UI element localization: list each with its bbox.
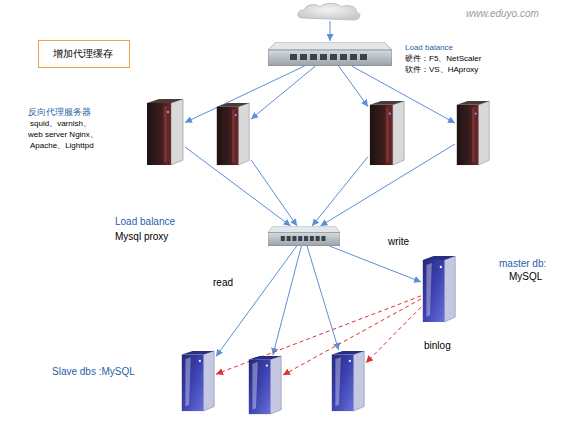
cloud-arrow	[330, 21, 331, 41]
slave-db-server	[247, 355, 283, 415]
server-icon	[145, 98, 185, 166]
connector-arrow	[273, 246, 302, 355]
connector-arrow	[251, 160, 297, 226]
server-icon	[368, 100, 406, 166]
edge-label: write	[388, 236, 409, 247]
db-icon	[247, 355, 283, 415]
proxy-server	[215, 102, 251, 166]
node-label: Slave dbs :MySQL	[52, 366, 135, 377]
master-db-server: master db:MySQL	[421, 255, 457, 323]
node-label: MySQL	[509, 271, 542, 282]
edge-label: read	[213, 277, 233, 288]
mysql-proxy-switch: Load balanceMysql proxy	[268, 226, 340, 246]
watermark: www.eduyo.com	[466, 8, 539, 19]
proxy-server: 反向代理服务器squid、varnish、web server Nginx、Ap…	[145, 98, 185, 166]
connector-arrow	[307, 246, 339, 350]
switch-icon	[268, 226, 340, 246]
node-label: Load balance	[115, 216, 175, 227]
server-icon	[215, 102, 251, 166]
note-box: 增加代理缓存	[38, 40, 130, 68]
node-label: 反向代理服务器	[28, 108, 91, 118]
connector-arrow	[216, 246, 297, 356]
replication-arrow	[366, 307, 421, 363]
db-icon	[330, 350, 366, 412]
connector-arrow	[251, 66, 315, 119]
node-label: web server Nginx、	[28, 131, 98, 140]
connector-arrow	[329, 246, 421, 282]
node-label: master db:	[499, 258, 546, 269]
node-label: 硬件：F5、NetScaler	[405, 55, 481, 64]
load-balancer-switch: Load balance硬件：F5、NetScaler软件：VS、HAproxy	[268, 42, 392, 66]
proxy-server	[455, 100, 491, 166]
node-label: Load balance	[405, 44, 453, 53]
replication-arrow	[216, 296, 421, 374]
proxy-server	[368, 100, 406, 166]
db-icon	[421, 255, 457, 323]
server-icon	[455, 100, 491, 166]
node-label: Mysql proxy	[115, 231, 168, 242]
db-icon	[180, 350, 216, 412]
node-label: Apache、Lighttpd	[30, 142, 94, 151]
node-label: 软件：VS、HAproxy	[405, 66, 478, 75]
edge-label: binlog	[424, 340, 451, 351]
node-label: 增加代理缓存	[53, 48, 113, 59]
switch-icon	[268, 42, 392, 66]
connector-arrow	[312, 157, 368, 226]
node-label: squid、varnish、	[30, 120, 91, 129]
slave-db-server: Slave dbs :MySQL	[180, 350, 216, 412]
internet-cloud	[298, 3, 360, 20]
slave-db-server	[330, 350, 366, 412]
